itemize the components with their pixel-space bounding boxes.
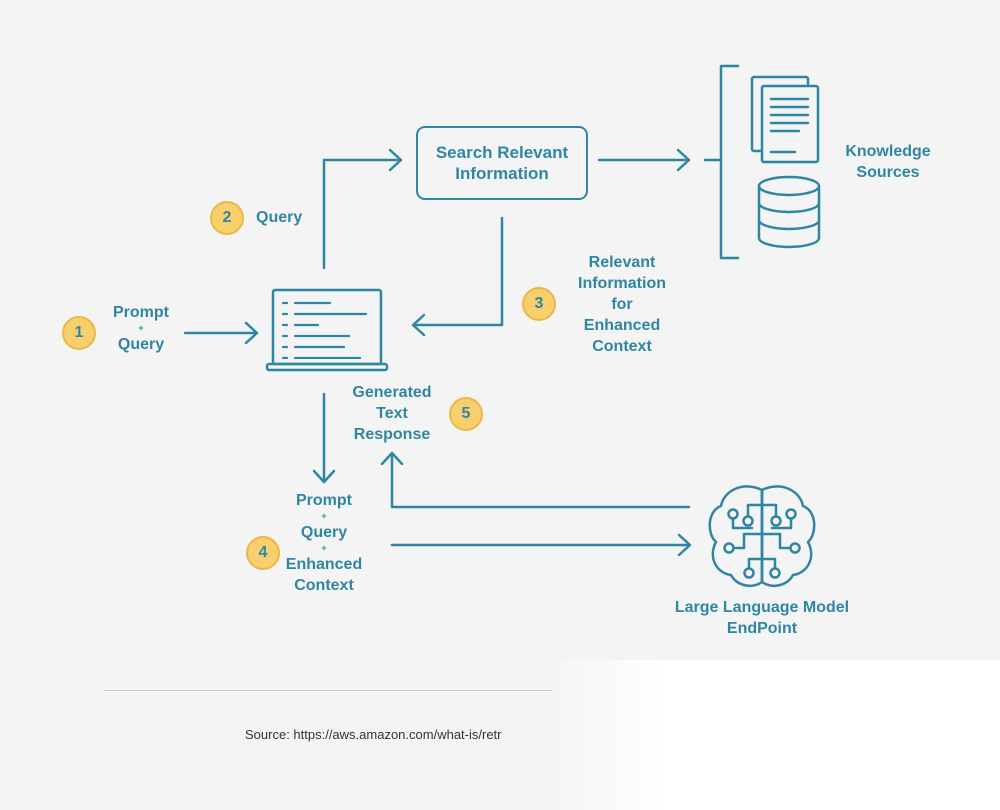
step-3-line-1: Relevant — [588, 254, 656, 271]
step-4-context-text: Context — [294, 577, 354, 594]
laptop-icon — [265, 288, 389, 372]
step-2-label: Query — [256, 209, 303, 226]
step-5-line-3: Response — [353, 426, 431, 443]
step-4-query-text: Query — [300, 524, 348, 541]
step-1-label: Prompt + Query — [95, 302, 187, 355]
step-1-plus: + — [138, 323, 144, 333]
step-4-prompt-text: Prompt — [296, 492, 352, 509]
step-4-badge: 4 — [246, 536, 280, 570]
step-4-label: Prompt + Query + Enhanced Context — [268, 490, 380, 596]
llm-label-line-2: EndPoint — [726, 620, 798, 637]
llm-label-line-1: Large Language Model — [674, 599, 850, 616]
search-box-line-2: Information — [455, 164, 549, 183]
step-2-badge: 2 — [210, 201, 244, 235]
footer-divider — [104, 690, 552, 691]
search-box-line-1: Search Relevant — [435, 143, 569, 162]
search-relevant-information-box: Search Relevant Information — [416, 126, 588, 200]
llm-endpoint-label: Large Language Model EndPoint — [652, 597, 872, 639]
step-1-query-text: Query — [117, 336, 165, 353]
arrow-prompt-to-laptop — [183, 321, 259, 345]
step-3-line-2: Information — [578, 275, 666, 292]
step-5-badge: 5 — [449, 397, 483, 431]
step-3-label: Relevant Information for Enhanced Contex… — [566, 252, 678, 357]
knowledge-sources-line-2: Sources — [856, 164, 920, 181]
step-5-line-1: Generated — [352, 384, 432, 401]
step-3-line-4: Enhanced — [583, 317, 661, 334]
documents-icon — [750, 75, 820, 164]
step-3-badge: 3 — [522, 287, 556, 321]
source-citation: Source: https://aws.amazon.com/what-is/r… — [245, 727, 502, 742]
arrow-search-to-laptop — [411, 216, 504, 337]
database-icon — [757, 175, 821, 249]
step-1-badge: 1 — [62, 316, 96, 350]
step-5-label: Generated Text Response — [336, 382, 448, 445]
step-4-enhanced-text: Enhanced — [285, 556, 363, 573]
brain-circuit-icon — [708, 485, 816, 588]
arrow-search-to-sources — [597, 148, 691, 172]
knowledge-sources-label: Knowledge Sources — [835, 141, 941, 183]
step-1-prompt-text: Prompt — [113, 304, 169, 321]
step-4-plus-1: + — [321, 511, 327, 521]
step-3-line-3: for — [611, 296, 633, 313]
sources-bracket — [719, 64, 740, 260]
arrow-llm-to-response — [380, 451, 691, 509]
arrow-step4-to-llm — [390, 533, 692, 557]
step-5-line-2: Text — [376, 405, 408, 422]
fade-overlay — [540, 660, 1000, 810]
knowledge-sources-line-1: Knowledge — [845, 143, 931, 160]
arrow-laptop-to-search — [322, 148, 403, 270]
arrow-laptop-to-step4 — [312, 392, 336, 484]
search-box-label: Search Relevant Information — [436, 142, 568, 184]
step-3-line-5: Context — [592, 338, 652, 355]
step-4-plus-2: + — [321, 543, 327, 553]
